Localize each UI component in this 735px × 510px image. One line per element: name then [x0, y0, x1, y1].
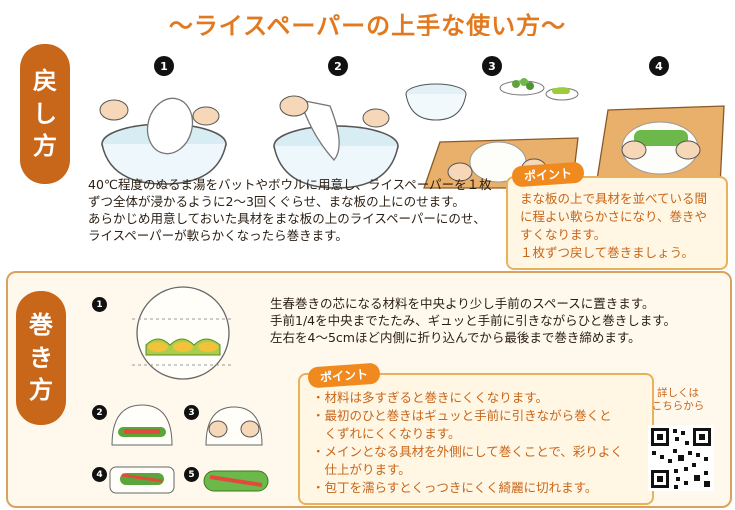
step-number: 3	[184, 405, 199, 420]
bowl-dip-illustration	[99, 97, 227, 185]
rehydrate-instructions: 40℃程度のぬるま湯をバットやボウルに用意し、ライスペーパーを１枚ずつ全体が浸か…	[88, 177, 492, 243]
page-title: ～ライスペーパーの上手な使い方～	[168, 12, 567, 40]
pull-roll-illustration	[205, 406, 263, 446]
point-item: ・メインとなる具材を外側にして巻くことで、彩りよく 仕上がります。	[312, 444, 623, 477]
paper-lift-illustration	[273, 95, 399, 189]
step-number: 1	[92, 297, 107, 312]
fold-bottom-illustration	[111, 404, 173, 446]
step-number: 2	[328, 56, 348, 76]
finished-roll-illustration	[203, 470, 269, 492]
point-item: ・包丁を濡らすとくっつきにくく綺麗に切れます。	[312, 480, 598, 495]
rolling-point-box: ・材料は多すぎると巻きにくくなります。 ・最初のひと巻きはギュッと手前に引きなが…	[298, 373, 654, 505]
rolling-label: 巻 き 方	[16, 291, 66, 425]
step-number: 4	[649, 56, 669, 76]
qr-code-icon[interactable]	[648, 425, 714, 491]
label-char: 方	[29, 376, 53, 405]
step-number: 2	[92, 405, 107, 420]
step-number: 1	[154, 56, 174, 76]
label-char: 戻	[33, 67, 57, 96]
qr-caption: 詳しくは こちらから	[651, 387, 705, 412]
rolling-section: 巻 き 方 1 2 3 4 5 生春巻きの芯になる材料を中央より少し手前のスペー…	[6, 271, 732, 508]
filling-placement-illustration	[132, 286, 234, 380]
board-wrap-illustration	[595, 105, 725, 187]
point-item: ・材料は多すぎると巻きにくくなります。	[312, 390, 549, 405]
point-item: ・最初のひと巻きはギュッと手前に引きながら巻くと くずれにくくなります。	[312, 408, 612, 441]
rehydrate-section: 戻 し 方 1 2 3 4	[6, 36, 728, 270]
rolling-instructions: 生春巻きの芯になる材料を中央より少し手前のスペースに置きます。 手前1/4を中央…	[270, 296, 676, 345]
step-number: 5	[184, 467, 199, 482]
rehydrate-label: 戻 し 方	[20, 44, 70, 184]
label-char: 方	[33, 132, 57, 161]
step-number: 4	[92, 467, 107, 482]
board-placement-illustration	[405, 78, 579, 189]
label-char: し	[33, 99, 57, 128]
step-number: 3	[482, 56, 502, 76]
fold-sides-illustration	[109, 466, 175, 494]
label-char: 巻	[29, 311, 53, 340]
label-char: き	[29, 343, 53, 372]
rehydrate-point-box: まな板の上で具材を並べている間に程よい軟らかさになり、巻きやすくなります。 １枚…	[506, 176, 728, 270]
